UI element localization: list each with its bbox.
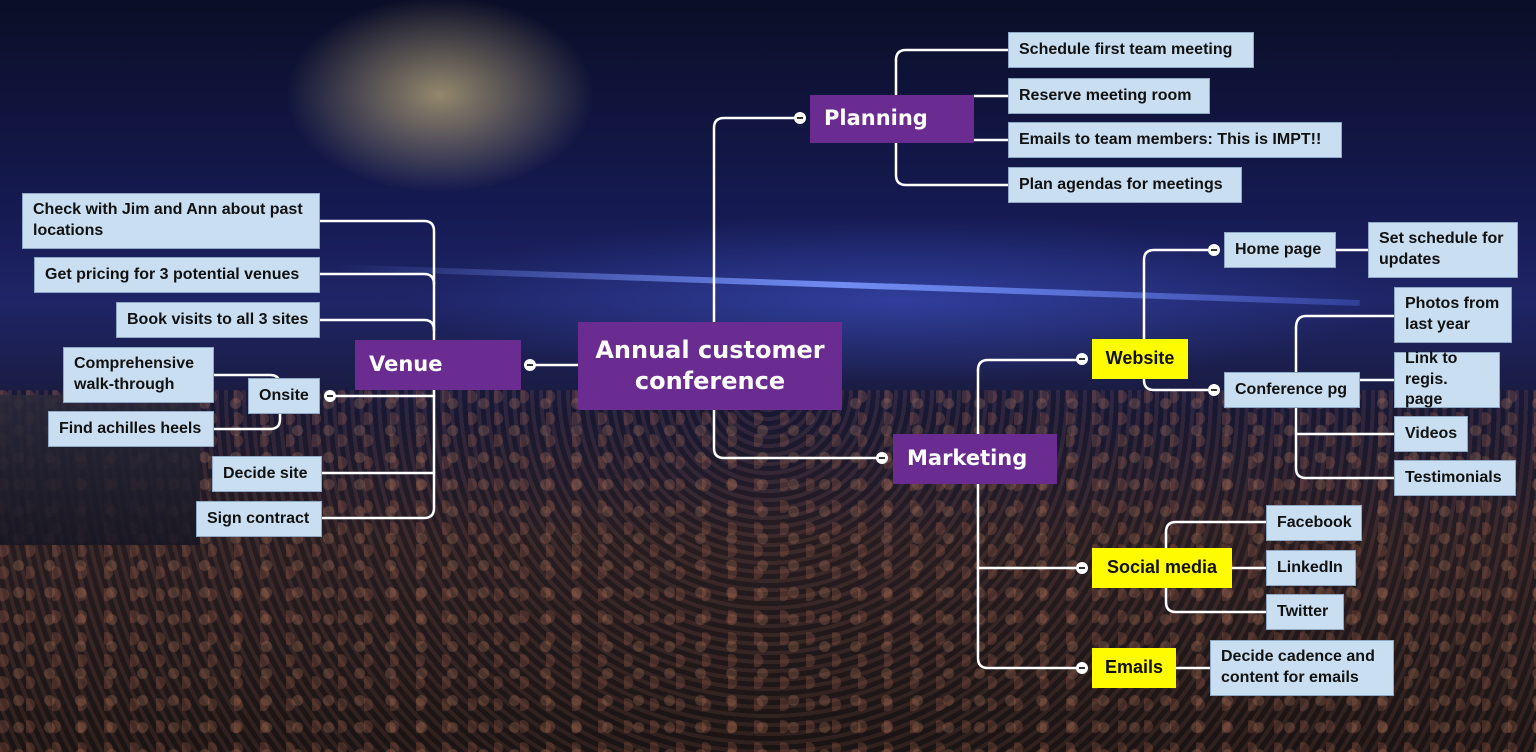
connector-venue-trunk [320, 230, 436, 520]
topic-plan-agendas[interactable]: Plan agendas for meetings [1008, 167, 1242, 203]
topic-label: Testimonials [1405, 468, 1502, 486]
subtopic-label: Emails [1104, 657, 1164, 678]
branch-planning-label: Planning [824, 106, 928, 131]
subtopic-label: Social media [1106, 557, 1218, 578]
subtopic-label: Website [1105, 348, 1175, 369]
connector-central-marketing [712, 408, 884, 460]
topic-get-pricing[interactable]: Get pricing for 3 potential venues [34, 257, 320, 293]
topic-onsite[interactable]: Onsite [248, 378, 320, 414]
topic-label: Find achilles heels [59, 419, 202, 437]
topic-label: Set schedule for updates [1379, 230, 1504, 268]
subtopic-social-media[interactable]: Social media [1092, 548, 1232, 588]
central-topic[interactable]: Annual customer conference [578, 322, 842, 410]
subtopic-website[interactable]: Website [1092, 339, 1188, 379]
connector-onsite-achilles [212, 412, 282, 431]
topic-label: Decide site [223, 464, 308, 482]
connector-planning-trunk [894, 48, 1010, 62]
topic-achilles-heels[interactable]: Find achilles heels [48, 411, 214, 447]
topic-conference-pg[interactable]: Conference pg [1224, 372, 1360, 408]
connector-marketing-trunk [976, 358, 1082, 372]
connector-venue-check [318, 219, 436, 233]
collapse-handle-website[interactable] [1076, 353, 1088, 365]
branch-marketing-label: Marketing [907, 446, 1028, 471]
topic-label: Link to regis. page [1405, 349, 1458, 409]
collapse-handle-social[interactable] [1076, 562, 1088, 574]
connector-venue-pricing [316, 272, 436, 286]
topic-check-jim-ann[interactable]: Check with Jim and Ann about past locati… [22, 193, 320, 249]
topic-label: Home page [1235, 240, 1322, 258]
topic-label: Videos [1405, 424, 1458, 442]
connector-marketing-trunk2 [976, 368, 1082, 670]
topic-reserve-room[interactable]: Reserve meeting room [1008, 78, 1210, 114]
topic-label: Get pricing for 3 potential venues [45, 265, 300, 283]
branch-venue-label: Venue [369, 352, 443, 377]
collapse-handle-onsite[interactable] [324, 390, 336, 402]
collapse-handle-marketing[interactable] [876, 452, 888, 464]
collapse-handle-conference-pg[interactable] [1208, 384, 1220, 396]
collapse-handle-home-page[interactable] [1208, 244, 1220, 256]
central-topic-label: Annual customer conference [595, 335, 825, 395]
topic-testimonials[interactable]: Testimonials [1394, 460, 1516, 496]
topic-label: Reserve meeting room [1019, 86, 1192, 104]
topic-label: LinkedIn [1277, 558, 1343, 576]
connector-venue-book [316, 318, 436, 332]
topic-linkedin[interactable]: LinkedIn [1266, 550, 1356, 586]
connector-conf-trunk [1294, 314, 1396, 330]
topic-sign-contract[interactable]: Sign contract [196, 501, 322, 537]
topic-label: Conference pg [1235, 380, 1348, 398]
connector-social-twitter [1164, 530, 1268, 614]
topic-label: Onsite [259, 386, 309, 404]
collapse-handle-emails[interactable] [1076, 662, 1088, 674]
topic-decide-cadence[interactable]: Decide cadence and content for emails [1210, 640, 1394, 696]
topic-set-schedule[interactable]: Set schedule for updates [1368, 222, 1518, 278]
subtopic-emails[interactable]: Emails [1092, 648, 1176, 688]
topic-label: Facebook [1277, 513, 1352, 531]
topic-label: Plan agendas for meetings [1019, 175, 1223, 193]
topic-emails-team[interactable]: Emails to team members: This is IMPT!! [1008, 122, 1342, 158]
collapse-handle-venue[interactable] [524, 359, 536, 371]
topic-label: Decide cadence and content for emails [1221, 648, 1375, 686]
topic-facebook[interactable]: Facebook [1266, 505, 1362, 541]
topic-walkthrough[interactable]: Comprehensive walk-through [63, 347, 214, 403]
branch-marketing[interactable]: Marketing [893, 434, 1057, 484]
topic-twitter[interactable]: Twitter [1266, 594, 1344, 630]
topic-label: Sign contract [207, 509, 310, 527]
connector-central-planning [712, 116, 802, 324]
topic-label: Schedule first team meeting [1019, 40, 1233, 58]
topic-link-regis[interactable]: Link to regis. page [1394, 349, 1500, 409]
topic-label: Emails to team members: This is IMPT!! [1019, 130, 1322, 148]
branch-planning[interactable]: Planning [810, 95, 974, 143]
branch-venue[interactable]: Venue [355, 340, 521, 390]
connector-website-trunk [1142, 248, 1214, 342]
topic-book-visits[interactable]: Book visits to all 3 sites [116, 302, 320, 338]
topic-label: Photos from last year [1405, 295, 1500, 333]
connector-conf-trunk2 [1294, 326, 1396, 480]
connector-social-facebook [1164, 520, 1268, 534]
topic-label: Comprehensive walk-through [74, 355, 195, 393]
connector-planning-trunk2 [894, 58, 1010, 187]
topic-videos[interactable]: Videos [1394, 416, 1468, 452]
topic-label: Check with Jim and Ann about past locati… [33, 201, 303, 239]
topic-home-page[interactable]: Home page [1224, 232, 1336, 268]
connector-website-trunk2 [1142, 378, 1214, 392]
topic-schedule-meeting[interactable]: Schedule first team meeting [1008, 32, 1254, 68]
topic-decide-site[interactable]: Decide site [212, 456, 322, 492]
topic-label: Book visits to all 3 sites [127, 310, 309, 328]
topic-photos[interactable]: Photos from last year [1394, 287, 1512, 343]
topic-label: Twitter [1277, 602, 1329, 620]
collapse-handle-planning[interactable] [794, 112, 806, 124]
